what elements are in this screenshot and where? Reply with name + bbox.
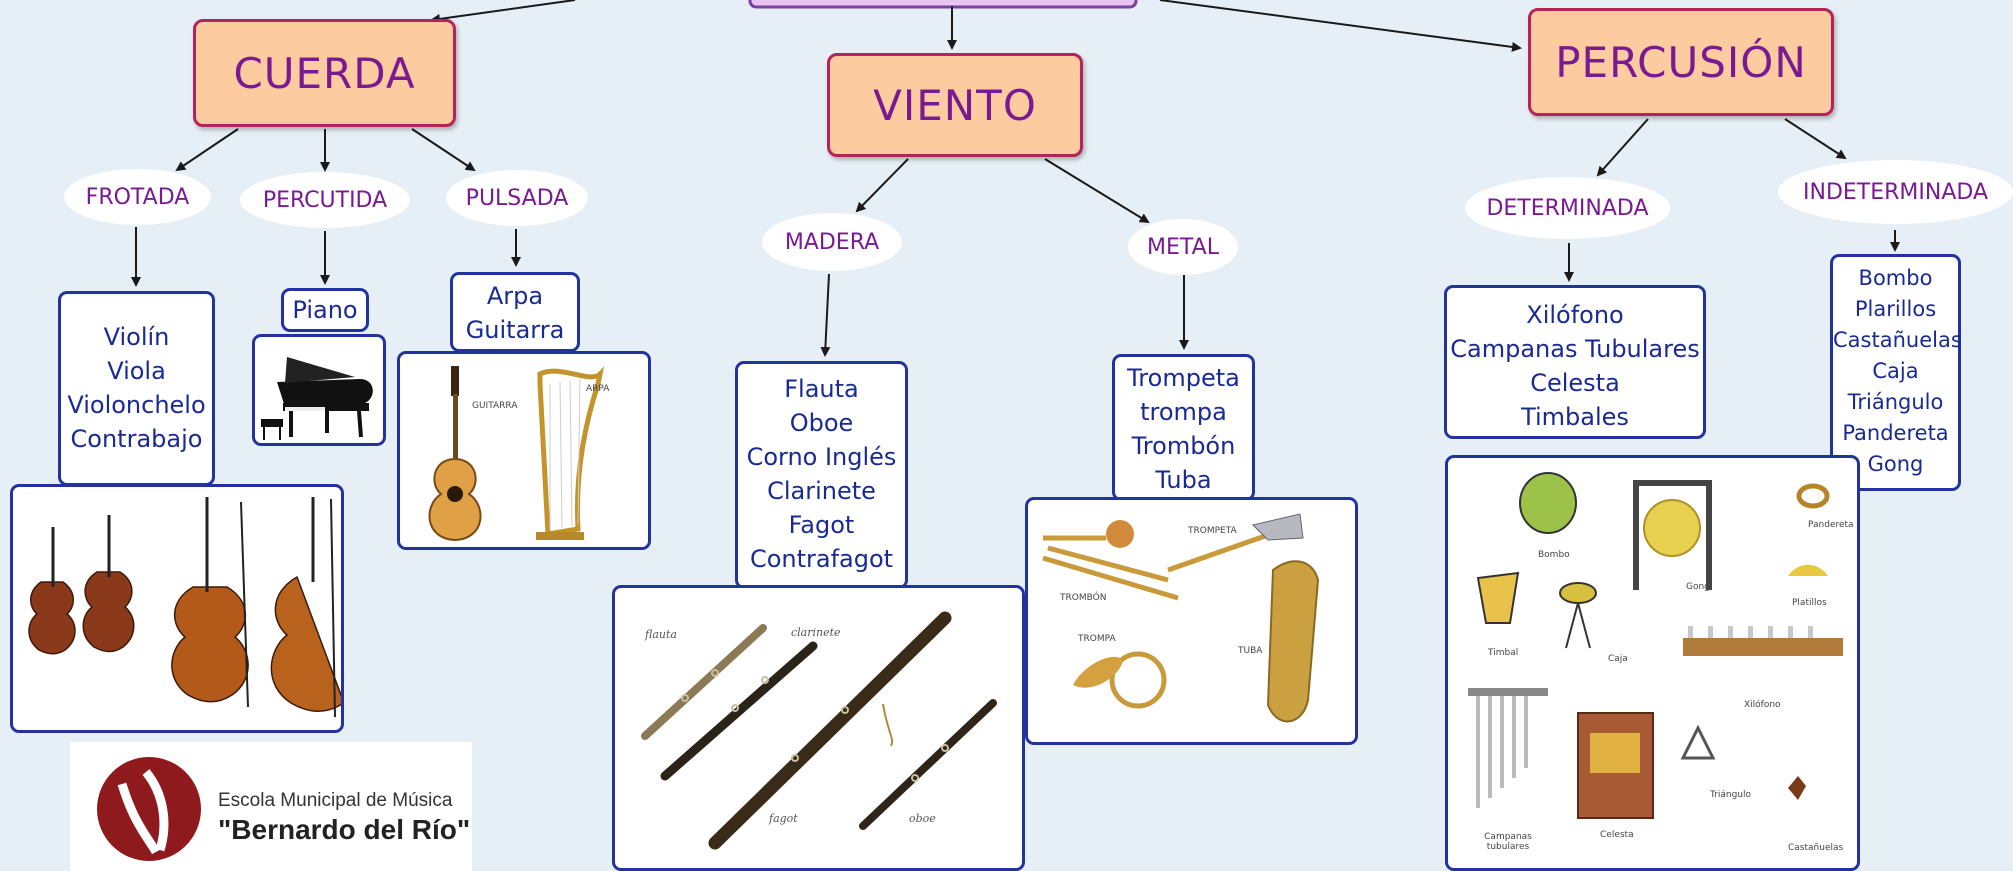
category-viento: VIENTO [827, 53, 1083, 157]
arrow-percusion-indeterminada [1784, 118, 1847, 160]
list-item: Bombo [1858, 266, 1933, 290]
list-item: Xilófono [1526, 301, 1624, 329]
list-item: Pandereta [1842, 421, 1949, 445]
list-item: Violín [103, 323, 170, 351]
list-item: Trombón [1131, 432, 1236, 460]
logo-mark-icon [97, 757, 201, 861]
list-item: Campanas Tubulares [1450, 335, 1700, 363]
label-celesta: Celesta [1600, 830, 1634, 840]
subcategory-metal: METAL [1128, 219, 1238, 275]
arrow-viento-madera [855, 158, 909, 213]
subcategory-indeterminada: INDETERMINADA [1778, 160, 2013, 224]
label-trompa: TROMPA [1078, 634, 1116, 644]
label-tuba: TUBA [1238, 646, 1263, 656]
picture-plucked-strings: GUITARRA ARPA [397, 351, 651, 550]
list-item: trompa [1140, 398, 1227, 426]
arrow-root-cuerda [430, 0, 576, 24]
label-fagot: fagot [769, 812, 798, 825]
list-item: Tuba [1155, 466, 1212, 494]
list-item: Violonchelo [67, 391, 206, 419]
school-logo: Escola Municipal de Música "Bernardo del… [70, 742, 472, 871]
list-determinada: Xilófono Campanas Tubulares Celesta Timb… [1444, 285, 1706, 439]
list-item: Viola [107, 357, 166, 385]
list-item: Contrabajo [70, 425, 203, 453]
list-item: Oboe [789, 409, 854, 437]
arrow-viento-metal [1044, 158, 1150, 224]
label-oboe: oboe [909, 812, 936, 825]
list-pulsada: Arpa Guitarra [450, 272, 580, 352]
list-item: Triángulo [1847, 390, 1944, 414]
label-trompeta: TROMPETA [1188, 526, 1237, 536]
picture-piano [252, 334, 386, 446]
label-bombo: Bombo [1538, 550, 1570, 560]
label-guitarra: GUITARRA [472, 401, 518, 411]
subcategory-percutida: PERCUTIDA [240, 172, 410, 228]
logo-line-1: Escola Municipal de Música [218, 790, 453, 811]
list-item: Flauta [784, 375, 859, 403]
label-pandereta: Pandereta [1808, 520, 1854, 530]
label-platillos: Platillos [1792, 598, 1827, 608]
label-xilofono: Xilófono [1744, 700, 1781, 710]
list-item: Corno Inglés [746, 443, 897, 471]
arrow-root-percusion [1159, 0, 1522, 52]
label-gong: Gong [1686, 582, 1710, 592]
list-item: Piano [292, 296, 358, 324]
subcategory-madera: MADERA [762, 213, 902, 271]
list-item: Contrafagot [749, 545, 894, 573]
label-arpa: ARPA [586, 384, 610, 394]
root-box [748, 0, 1138, 9]
list-item: Castañuelas [1833, 328, 1962, 352]
list-indeterminada: Bombo Plarillos Castañuelas Caja Triángu… [1830, 254, 1962, 491]
list-item: Celesta [1530, 369, 1620, 397]
logo-line-2: "Bernardo del Río" [218, 814, 471, 845]
label-trombon: TROMBÓN [1060, 593, 1107, 603]
arrow-madera-list [820, 273, 831, 357]
list-item: Caja [1872, 359, 1919, 383]
list-item: Clarinete [767, 477, 876, 505]
list-item: Guitarra [465, 316, 565, 344]
subcategory-pulsada: PULSADA [446, 170, 588, 226]
arrow-cuerda-pulsada [411, 128, 476, 172]
list-item: Gong [1867, 452, 1924, 476]
picture-woodwinds: flauta clarinete fagot oboe [612, 585, 1025, 871]
category-cuerda: CUERDA [193, 19, 456, 127]
subcategory-frotada: FROTADA [64, 169, 211, 225]
subcategory-determinada: DETERMINADA [1465, 177, 1670, 239]
label-caja: Caja [1608, 654, 1628, 664]
list-frotada: Violín Viola Violonchelo Contrabajo [58, 291, 215, 486]
picture-brass: TROMPETA TROMBÓN TROMPA TUBA [1025, 497, 1358, 745]
list-item: Trompeta [1127, 364, 1240, 392]
label-clarinete: clarinete [791, 626, 841, 639]
list-metal: Trompeta trompa Trombón Tuba [1112, 354, 1255, 501]
arrow-percusion-determinada [1596, 118, 1649, 177]
label-timbal: Timbal [1488, 648, 1519, 658]
list-item: Fagot [788, 511, 855, 539]
list-item: Arpa [486, 282, 544, 310]
list-madera: Flauta Oboe Corno Inglés Clarinete Fagot… [735, 361, 908, 589]
label-castanuelas: Castañuelas [1788, 843, 1844, 853]
label-triangulo: Triángulo [1710, 790, 1752, 800]
list-item: Timbales [1521, 403, 1629, 431]
category-percusion: PERCUSIÓN [1528, 8, 1834, 116]
picture-bowed-strings [10, 484, 344, 733]
label-campanas-tubulares: Campanas tubulares [1484, 832, 1532, 852]
list-percutida: Piano [281, 288, 369, 332]
label-flauta: flauta [645, 628, 677, 641]
arrow-cuerda-frotada [175, 128, 239, 172]
picture-percussion: Bombo Pandereta Gong Platillos Timbal Ca… [1445, 455, 1860, 871]
list-item: Plarillos [1854, 297, 1937, 321]
